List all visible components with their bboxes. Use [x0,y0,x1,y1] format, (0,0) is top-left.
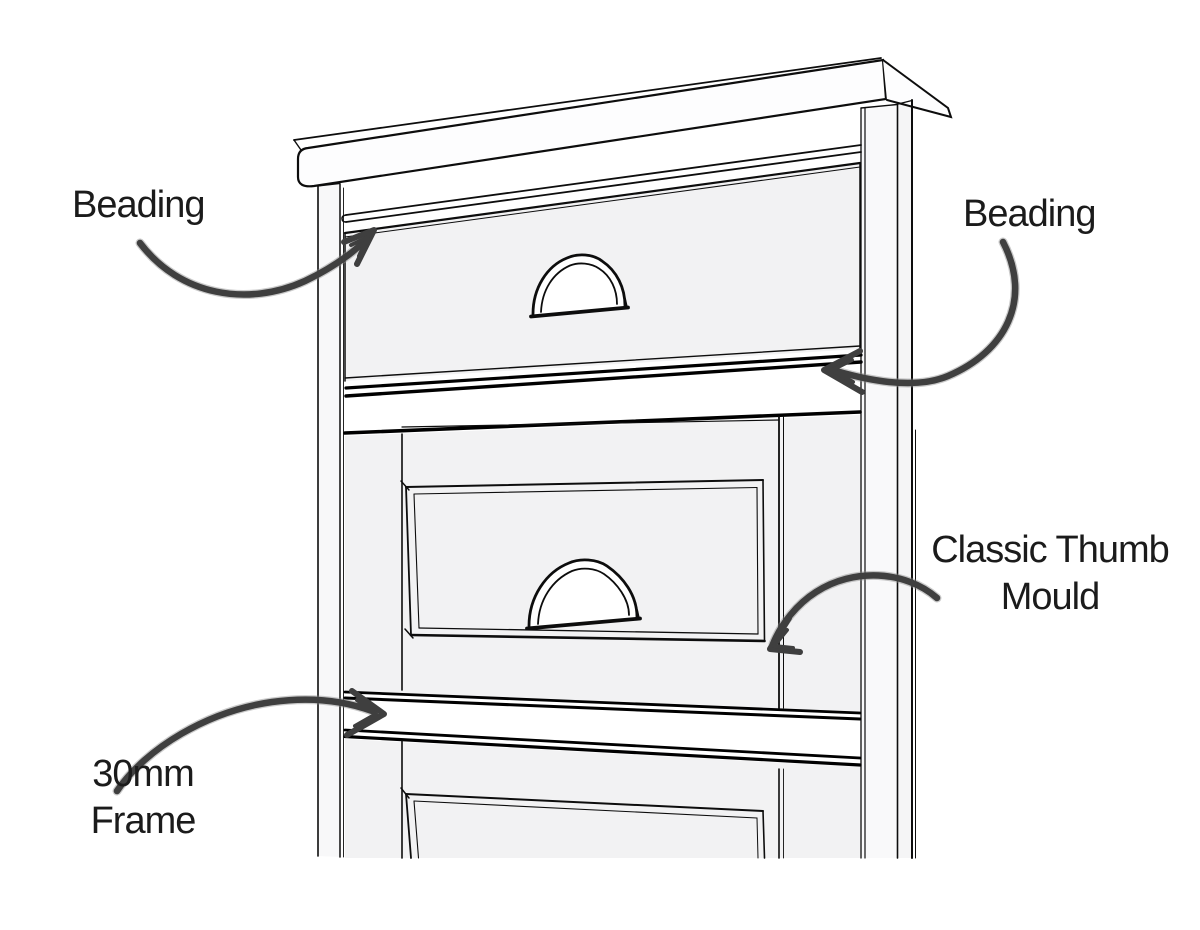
label-beading-left: Beading [72,184,205,226]
label-classic-thumb-mould-line1: Classic Thumb [931,529,1170,571]
drawer3-face [345,739,860,858]
beading-top-strip [341,144,862,223]
label-30mm-frame: 30mm Frame [78,751,208,845]
arrow-30mm-frame [113,696,376,795]
drawer2-opening-top-shadow [343,410,862,435]
top-face-left-edge [293,139,302,151]
label-classic-thumb-mould-line2: Mould [1000,576,1101,618]
arrowhead-thumb-mould [767,615,803,655]
right-side-panel [898,100,912,858]
label-30mm-frame-line2: Frame [90,800,197,842]
top-face-back-edge [293,57,882,141]
beading-bottom-strip [344,353,863,398]
drawer2-cup-handle-icon [525,558,642,631]
right-stile [861,104,897,858]
arrow-beading-right [832,238,1019,387]
arrow-beading-left [136,234,372,298]
drawer2-thumb-mould [400,479,766,643]
annotation-arrows [112,227,1020,796]
drawer3-outline [401,740,784,859]
label-classic-thumb-mould: Classic Thumb Mould [925,527,1175,621]
right-stile-top [860,103,898,109]
left-stile-top [317,182,341,187]
side-panel-top [897,99,913,105]
arrowhead-beading-right [821,348,865,395]
top-board-end-cap [882,59,953,119]
left-stile [318,183,340,857]
top-board-front-face [296,58,888,188]
arrowhead-beading-left [341,227,377,267]
top-board [293,57,953,188]
cabinet-lines [317,99,916,859]
arrowhead-30mm-frame [344,688,387,738]
frame-rail-30mm [343,690,862,767]
drawer1-cup-handle-icon [529,253,630,319]
label-beading-right: Beading [963,193,1096,235]
drawer3-thumb-mould [400,787,766,859]
label-30mm-frame-line1: 30mm [92,753,195,795]
drawer2-outline [401,416,784,709]
